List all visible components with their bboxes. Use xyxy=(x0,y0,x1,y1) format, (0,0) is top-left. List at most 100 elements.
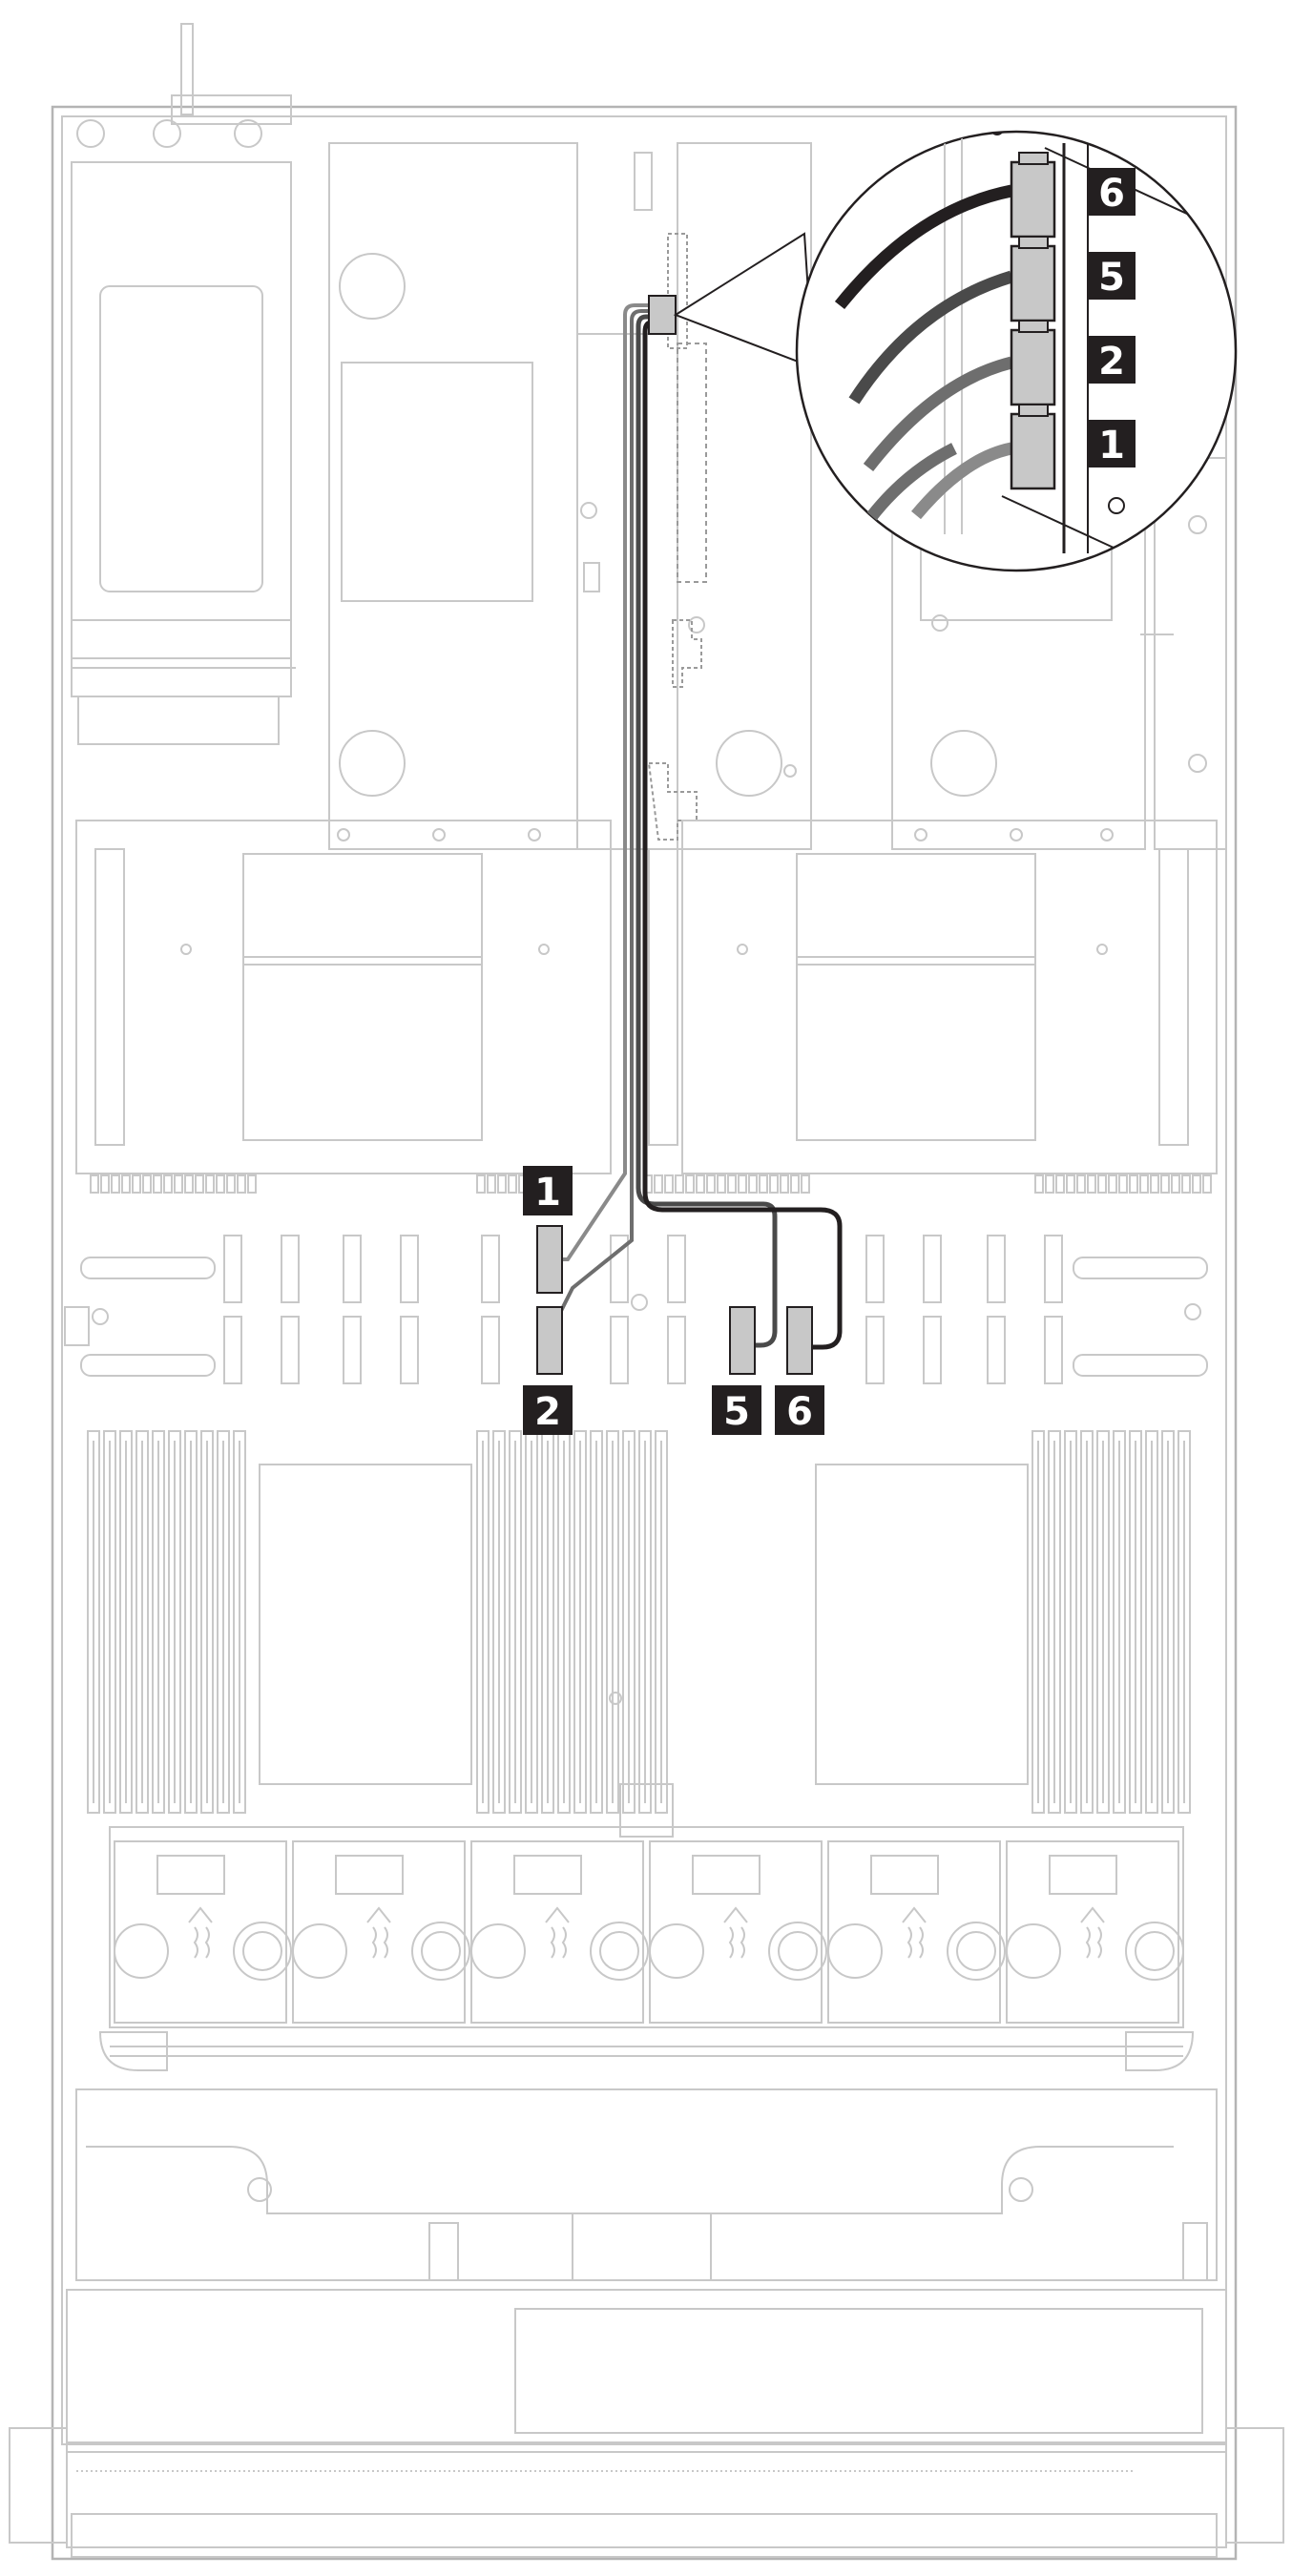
fan-handle-inner xyxy=(956,1931,996,1971)
dimm-slot xyxy=(606,1430,619,1814)
comb-tooth xyxy=(497,1174,507,1194)
dimm-slot xyxy=(1048,1430,1061,1814)
board-slot xyxy=(610,1316,629,1384)
fan-handle-inner xyxy=(421,1931,461,1971)
front-bay xyxy=(9,2088,1284,2558)
fan-handle xyxy=(411,1922,470,1981)
dimm-slot xyxy=(638,1430,652,1814)
comb-tooth xyxy=(226,1174,236,1194)
comb-tooth xyxy=(1066,1174,1075,1194)
board-connector xyxy=(1073,1354,1208,1377)
dimm-slot xyxy=(103,1430,116,1814)
comb-tooth xyxy=(1150,1174,1159,1194)
board-slot xyxy=(343,1316,362,1384)
processor-heatsink-right xyxy=(648,820,1218,1174)
comb-tooth xyxy=(675,1174,684,1194)
center-strip xyxy=(576,152,707,850)
board-latch xyxy=(64,1306,90,1346)
fan-handle xyxy=(233,1922,292,1981)
board-connector xyxy=(80,1257,216,1279)
comb-tooth xyxy=(1076,1174,1086,1194)
callout-label-6: 6 xyxy=(1088,168,1136,216)
dimm-slot xyxy=(509,1430,522,1814)
board-slot xyxy=(281,1235,300,1303)
comb-tooth xyxy=(111,1174,120,1194)
svg-text:5: 5 xyxy=(723,1390,750,1434)
board-slot xyxy=(400,1316,419,1384)
board-connector xyxy=(80,1354,216,1377)
riser-cage-1 xyxy=(328,142,578,850)
fan-handle xyxy=(114,1923,169,1979)
comb-tooth xyxy=(738,1174,747,1194)
fan-label-area xyxy=(513,1855,582,1895)
callout-cable-6 xyxy=(834,184,1013,310)
board-screw xyxy=(1184,1303,1201,1320)
comb-tooth xyxy=(132,1174,141,1194)
fan-handle-inner xyxy=(1135,1931,1175,1971)
fan-handle-inner xyxy=(778,1931,818,1971)
board-slot xyxy=(865,1235,885,1303)
comb-tooth xyxy=(1055,1174,1065,1194)
riser-connector xyxy=(648,295,677,335)
svg-text:2: 2 xyxy=(534,1390,561,1434)
fan-handle xyxy=(827,1923,883,1979)
cable-1 xyxy=(553,303,658,1261)
board-slot xyxy=(865,1316,885,1384)
dimm-slot xyxy=(217,1430,230,1814)
comb-tooth xyxy=(184,1174,194,1194)
fan-handle xyxy=(947,1922,1006,1981)
comb-tooth xyxy=(748,1174,758,1194)
callout-label-1: 1 xyxy=(1088,420,1136,467)
airflow-arrow xyxy=(1080,1906,1105,1959)
comb-tooth xyxy=(100,1174,110,1194)
fan-module xyxy=(649,1840,823,2024)
dimm-slot xyxy=(1096,1430,1110,1814)
label-2: 2 xyxy=(523,1385,573,1435)
board-slot xyxy=(667,1316,686,1384)
board-slot xyxy=(923,1316,942,1384)
dimm-slot xyxy=(573,1430,587,1814)
svg-text:1: 1 xyxy=(1098,424,1125,467)
dimm-slot xyxy=(655,1430,668,1814)
fan-label-area xyxy=(156,1855,225,1895)
comb-tooth xyxy=(1118,1174,1128,1194)
comb-tooth xyxy=(174,1174,183,1194)
fan-module xyxy=(292,1840,466,2024)
fan-handle xyxy=(292,1923,347,1979)
processor-socket-left xyxy=(259,1464,472,1785)
system-board-connectors xyxy=(64,1235,1208,1384)
fan-handle xyxy=(1006,1923,1061,1979)
cable-bundle xyxy=(536,295,843,1375)
airflow-arrow xyxy=(723,1906,748,1959)
dimm-slot xyxy=(184,1430,198,1814)
comb-tooth xyxy=(247,1174,257,1194)
svg-text:6: 6 xyxy=(1098,172,1125,216)
comb-tooth xyxy=(1160,1174,1170,1194)
board-slot xyxy=(223,1235,242,1303)
comb-tooth xyxy=(654,1174,663,1194)
comb-tooth xyxy=(1192,1174,1201,1194)
fan-label-area xyxy=(335,1855,404,1895)
board-slot xyxy=(1044,1316,1063,1384)
board-screw xyxy=(92,1308,109,1325)
fan-handle xyxy=(590,1922,649,1981)
dimm-slot xyxy=(1032,1430,1045,1814)
connector-5 xyxy=(729,1306,756,1375)
connector-6 xyxy=(786,1306,813,1375)
comb-tooth xyxy=(121,1174,131,1194)
label-1: 1 xyxy=(523,1166,573,1215)
airflow-arrow xyxy=(188,1906,213,1959)
comb-tooth xyxy=(476,1174,486,1194)
dimm-slot xyxy=(1129,1430,1142,1814)
fan-label-area xyxy=(692,1855,761,1895)
fan-module xyxy=(827,1840,1001,2024)
callout-cable-5 xyxy=(848,270,1013,405)
fan-handle xyxy=(768,1922,827,1981)
board-slot xyxy=(667,1235,686,1303)
fan-module xyxy=(1006,1840,1179,2024)
comb-tooth xyxy=(487,1174,496,1194)
left-drive-bay xyxy=(71,161,296,745)
callout-connector-5 xyxy=(1010,244,1056,322)
dimm-slots xyxy=(87,1430,1191,1814)
